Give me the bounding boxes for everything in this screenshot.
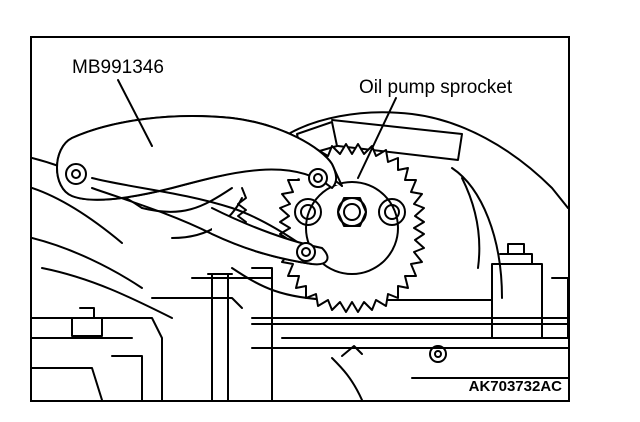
engine-illustration xyxy=(32,79,568,400)
tool-label: MB991346 xyxy=(72,57,164,78)
special-tool-holder xyxy=(56,115,343,266)
sprocket-leader-line xyxy=(357,97,397,179)
engine-housing xyxy=(32,111,568,400)
figure-id: AK703732AC xyxy=(468,378,562,395)
diagram-frame: MB991346 Oil pump sprocket AK703732AC xyxy=(30,36,570,402)
sprocket-label: Oil pump sprocket xyxy=(359,77,513,98)
tool-leader-line xyxy=(117,79,153,147)
